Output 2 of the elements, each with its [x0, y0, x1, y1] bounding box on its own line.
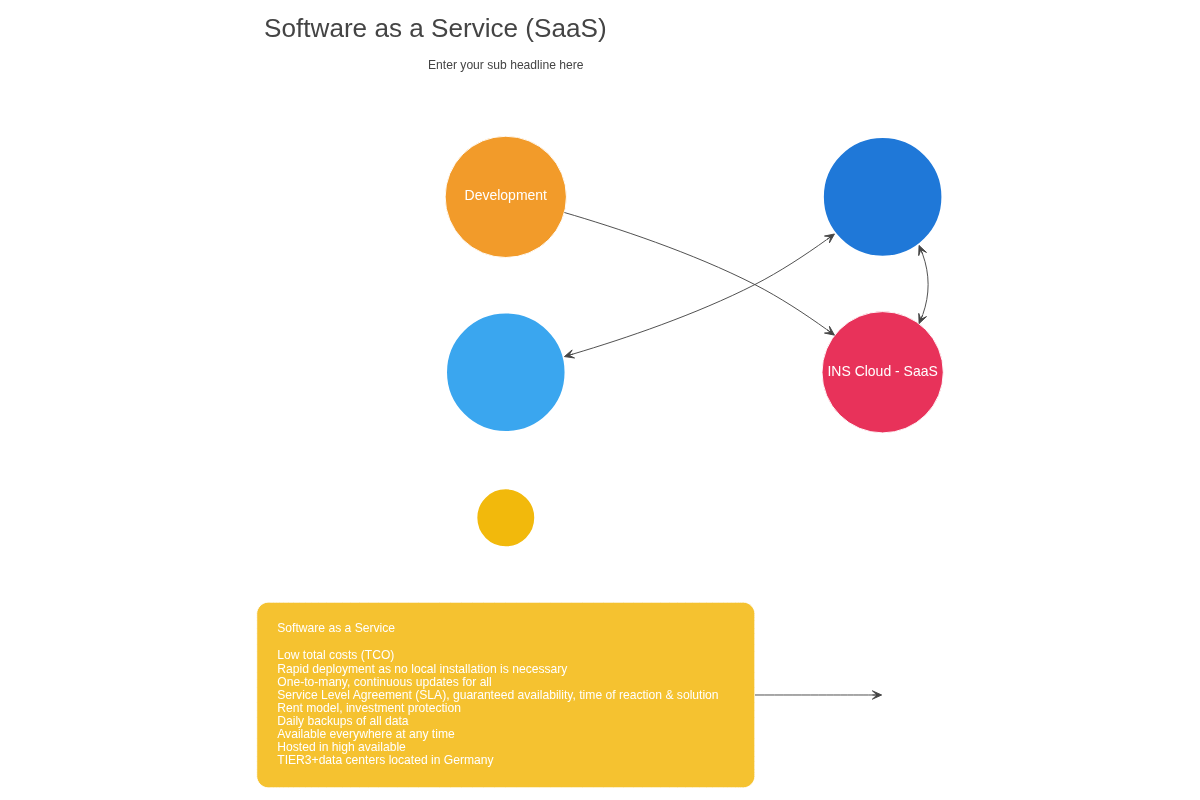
label: Enter your sub headline here [428, 57, 584, 72]
diagram-title: Software as a Service (SaaS) [264, 12, 607, 43]
